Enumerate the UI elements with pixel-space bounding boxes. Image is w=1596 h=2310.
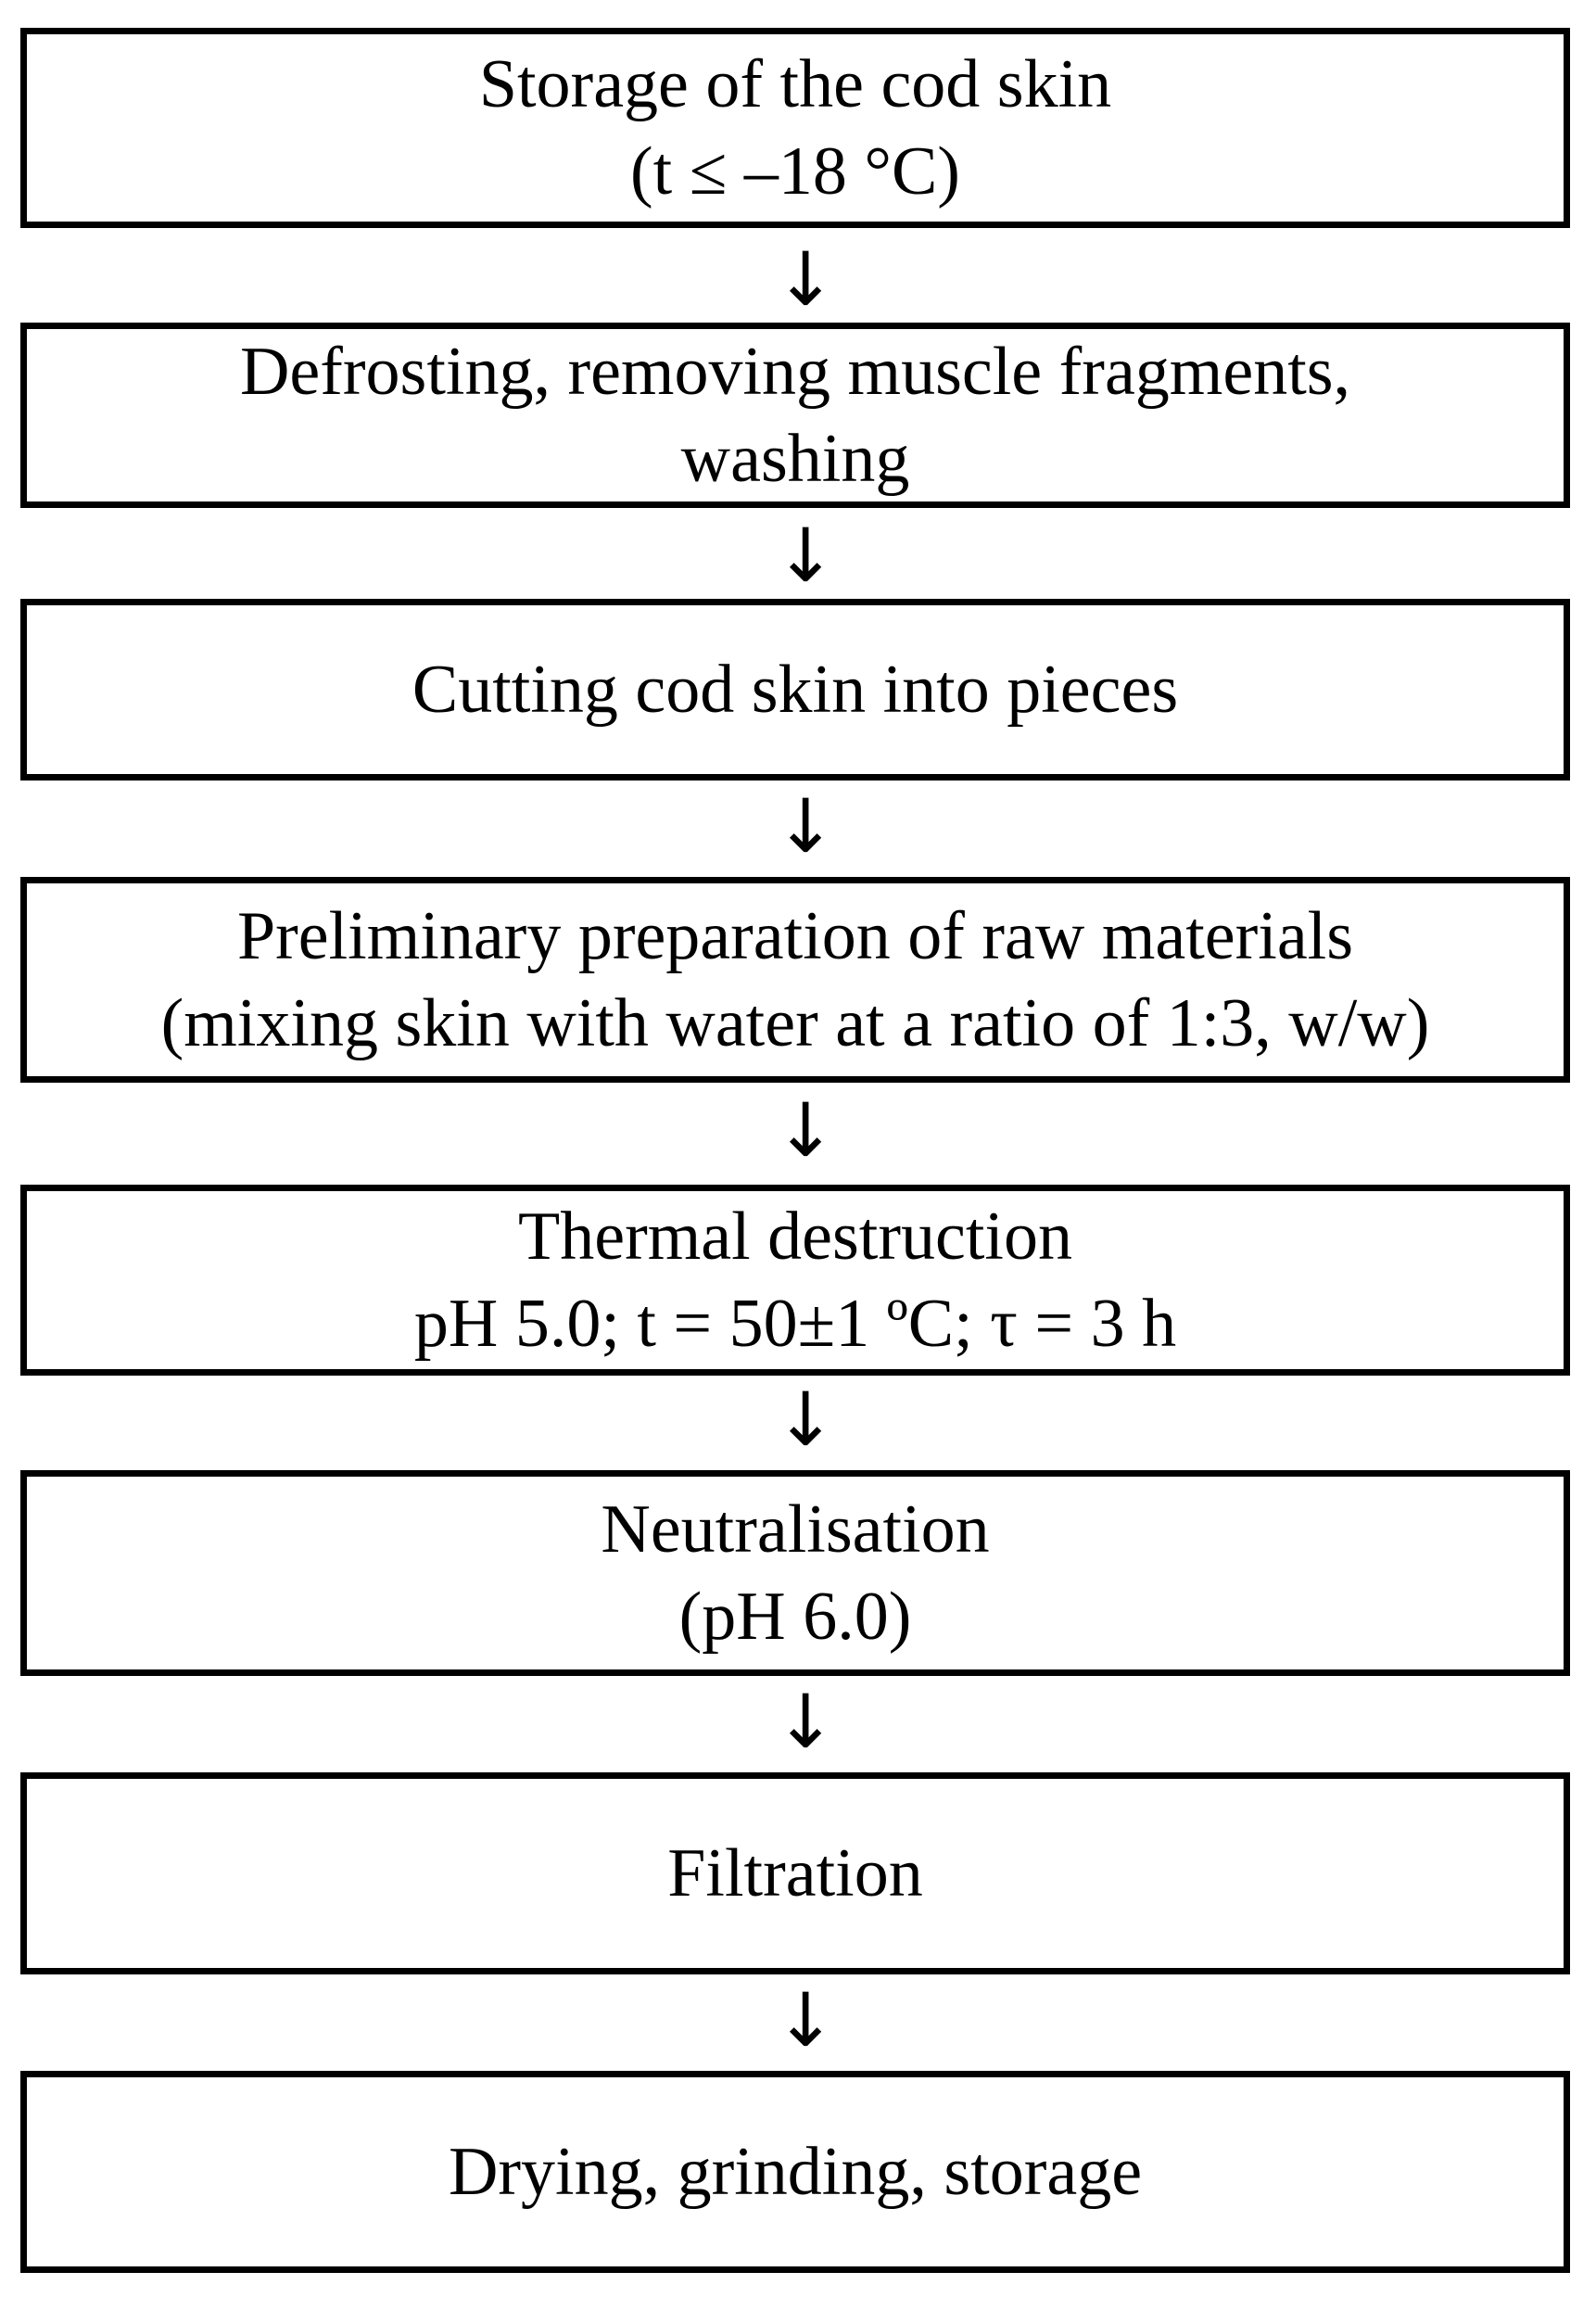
step-condition: (mixing skin with water at a ratio of 1:… [160, 985, 1430, 1061]
step-title: Filtration [667, 1835, 923, 1911]
flowchart-step-filtration: Filtration [20, 1772, 1570, 1974]
step-title-continued: washing [680, 421, 910, 497]
flowchart-step-defrosting: Defrosting, removing muscle fragments, w… [20, 323, 1570, 508]
down-arrow-icon: ↓ [774, 1977, 837, 2063]
step-title: Drying, grinding, storage [448, 2134, 1143, 2210]
flowchart-step-drying: Drying, grinding, storage [20, 2071, 1570, 2273]
step-condition: pH 5.0; t = 50±1 ºC; τ = 3 h [413, 1286, 1177, 1362]
down-arrow-icon: ↓ [774, 1087, 837, 1174]
flowchart-step-storage: Storage of the cod skin (t ≤ –18 °C) [20, 28, 1570, 228]
step-condition: (pH 6.0) [678, 1579, 912, 1655]
step-title: Preliminary preparation of raw materials [236, 898, 1354, 974]
down-arrow-icon: ↓ [774, 1377, 837, 1463]
step-title: Cutting cod skin into pieces [412, 652, 1179, 728]
step-title: Neutralisation [601, 1491, 990, 1568]
step-title: Defrosting, removing muscle fragments, [239, 334, 1351, 410]
step-title: Storage of the cod skin [478, 46, 1112, 122]
flowchart-step-thermal-destruction: Thermal destruction pH 5.0; t = 50±1 ºC;… [20, 1185, 1570, 1376]
step-title: Thermal destruction [518, 1199, 1072, 1275]
step-condition: (t ≤ –18 °C) [630, 133, 960, 209]
down-arrow-icon: ↓ [774, 783, 837, 869]
flowchart-step-preliminary-preparation: Preliminary preparation of raw materials… [20, 877, 1570, 1083]
flowchart-step-cutting: Cutting cod skin into pieces [20, 599, 1570, 781]
down-arrow-icon: ↓ [774, 236, 837, 323]
down-arrow-icon: ↓ [774, 1679, 837, 1765]
down-arrow-icon: ↓ [774, 513, 837, 599]
flowchart-step-neutralisation: Neutralisation (pH 6.0) [20, 1470, 1570, 1676]
